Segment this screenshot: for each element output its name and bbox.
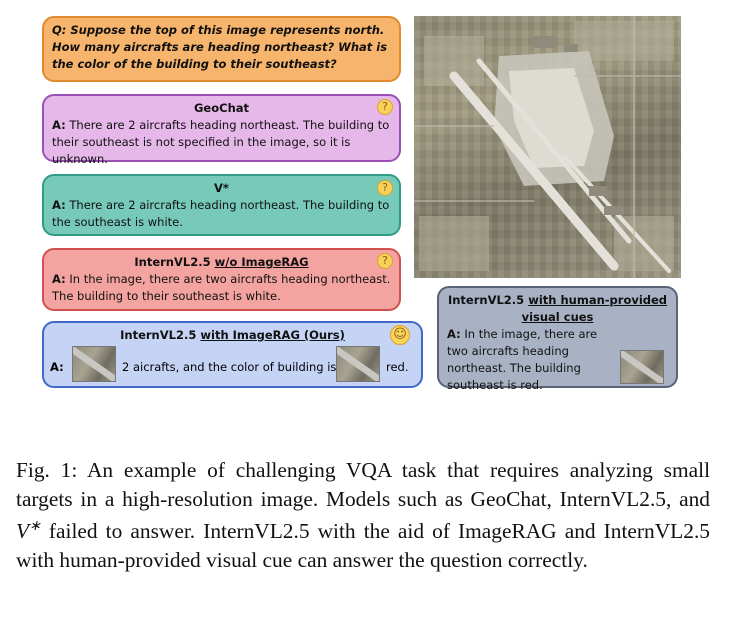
caption-vstar: V∗ [16,519,41,544]
caption-label: Fig. 1: [16,458,78,482]
thinking-face-icon: ? [377,180,393,196]
internvl-rag-answer-prefix: A: [50,360,64,374]
geochat-title: GeoChat [193,101,250,115]
satellite-airport-drawing [414,16,681,278]
thinking-face-icon: ? [377,99,393,115]
internvl-human-answer: A: In the image, there are two aircrafts… [447,327,598,392]
internvl-no-rag-title: InternVL2.5 w/o ImageRAG [134,255,309,269]
question-box: Q: Suppose the top of this image represe… [42,16,401,82]
retrieved-patch-building-image [336,346,380,382]
caption-text-before: An example of challenging VQA task that … [16,458,711,511]
internvl-rag-title: InternVL2.5 with ImageRAG (Ours) [120,328,345,342]
vstar-title: V* [214,181,229,195]
satellite-airport-image [414,16,681,278]
geochat-answer: A: There are 2 aircrafts heading northea… [52,118,390,166]
internvl-rag-answer-part2: red. [386,360,409,374]
caption-text-after: failed to answer. InternVL2.5 with the a… [16,519,710,572]
question-text: Q: Suppose the top of this image represe… [52,23,388,71]
thinking-face-icon: ? [377,253,393,269]
vstar-answer: A: There are 2 aircrafts heading northea… [52,198,390,229]
retrieved-patch-aircraft-image [72,346,116,382]
internvl-no-rag-answer-box: InternVL2.5 w/o ImageRAG A: In the image… [42,248,401,311]
geochat-answer-box: GeoChat A: There are 2 aircrafts heading… [42,94,401,166]
figure-caption: Fig. 1: An example of challenging VQA ta… [16,456,710,574]
internvl-rag-answer-part1: 2 aicrafts, and the color of building is [122,360,337,374]
human-cue-patch-image [620,350,664,384]
smiling-face-icon: ☺ [390,325,410,345]
internvl-no-rag-answer: A: In the image, there are two aircrafts… [52,272,391,303]
vstar-answer-box: V* A: There are 2 aircrafts heading nort… [42,174,401,236]
